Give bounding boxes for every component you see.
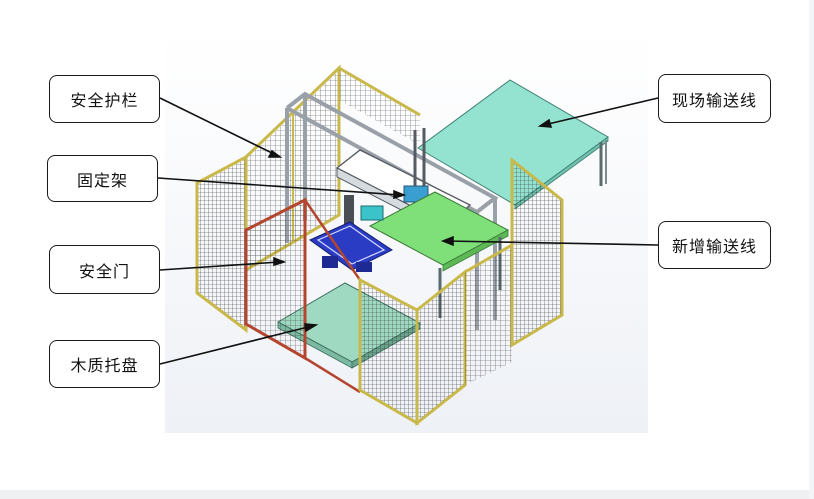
- label-safety-door: 安全门: [49, 245, 160, 294]
- fence-back-right: [338, 66, 421, 145]
- label-new-conveyor: 新增输送线: [658, 221, 771, 269]
- label-safety-guardrail: 安全护栏: [49, 75, 160, 123]
- bottom-strip: [0, 490, 814, 499]
- fence-right: [464, 156, 564, 385]
- label-site-conveyor: 现场输送线: [658, 74, 771, 123]
- right-edge: [809, 0, 814, 499]
- fence-left: [195, 154, 248, 334]
- palletizing-robot: [309, 195, 393, 272]
- label-fixed-frame: 固定架: [47, 155, 158, 202]
- fence-front: [358, 268, 467, 427]
- label-wooden-pallet: 木质托盘: [49, 340, 160, 388]
- leader-lines: [157, 97, 659, 365]
